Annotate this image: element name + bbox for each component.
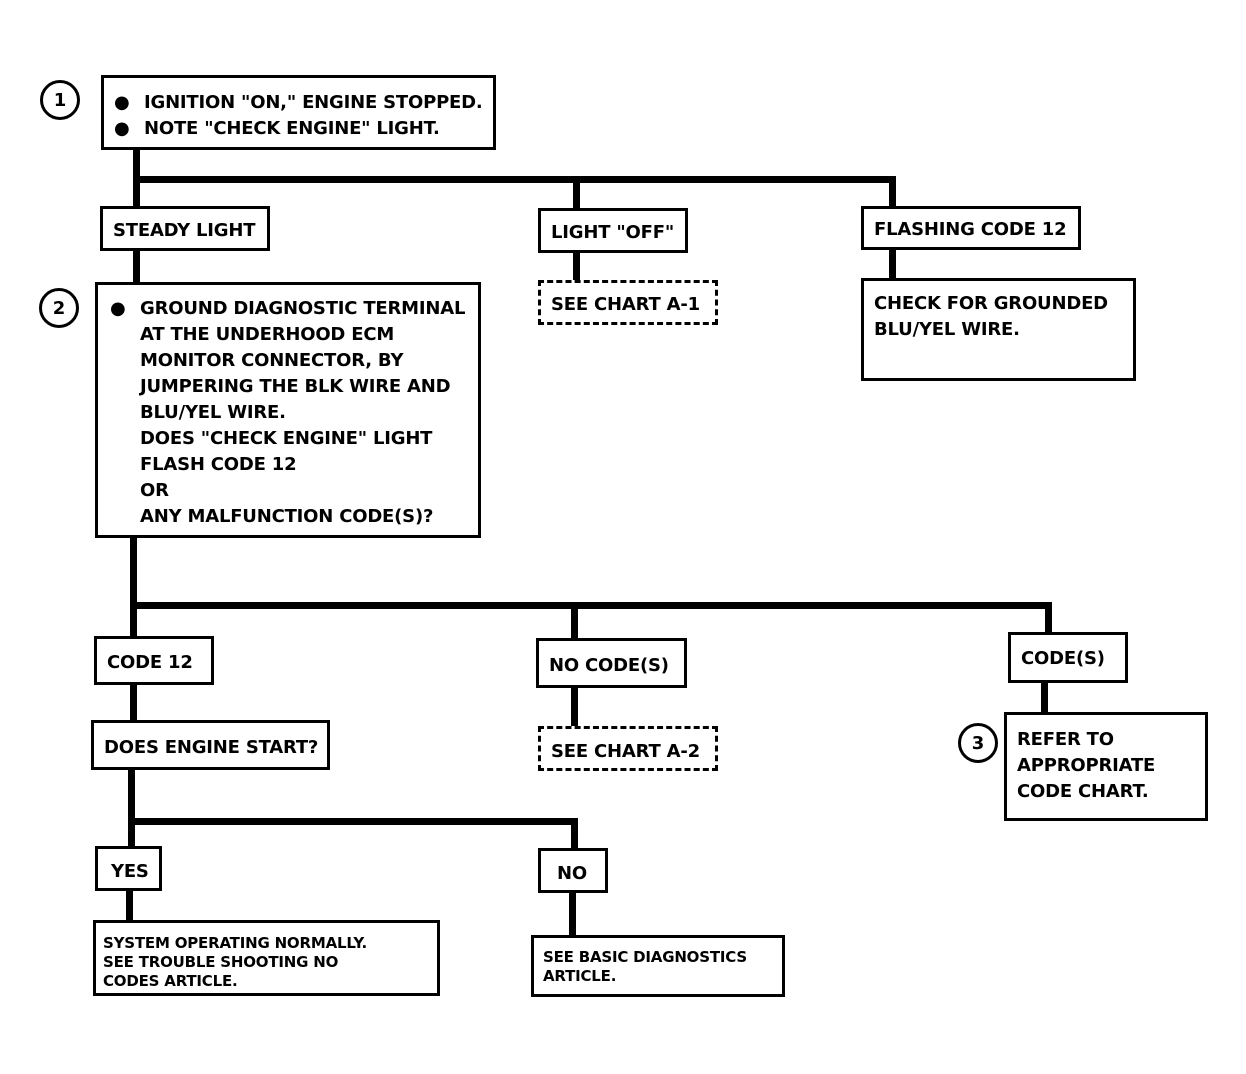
- refer-line: APPROPRIATE: [1017, 755, 1156, 776]
- text-line: ANY MALFUNCTION CODE(S)?: [140, 506, 434, 527]
- see-chart-a2-box: SEE CHART A-2: [538, 726, 718, 771]
- text-line: AT THE UNDERHOOD ECM: [140, 324, 395, 345]
- ignition-on-text: IGNITION "ON," ENGINE STOPPED.: [144, 92, 483, 113]
- system-normal-box: SYSTEM OPERATING NORMALLY. SEE TROUBLE S…: [93, 920, 440, 996]
- bullet-icon: ●: [110, 298, 126, 319]
- see-chart-a1-box: SEE CHART A-1: [538, 280, 718, 325]
- connector-line: [130, 602, 1052, 609]
- connector-line: [130, 536, 137, 636]
- engine-start-box: DOES ENGINE START?: [91, 720, 330, 770]
- bullet-icon: ●: [114, 92, 130, 113]
- system-normal-line: CODES ARTICLE.: [103, 972, 238, 990]
- check-grounded-line: BLU/YEL WIRE.: [874, 319, 1020, 340]
- check-grounded-box: CHECK FOR GROUNDED BLU/YEL WIRE.: [861, 278, 1136, 381]
- connector-line: [128, 818, 578, 825]
- steady-light-box: STEADY LIGHT: [100, 206, 270, 251]
- system-normal-line: SEE TROUBLE SHOOTING NO: [103, 953, 339, 971]
- connector-line: [569, 890, 576, 938]
- basic-diagnostics-line: SEE BASIC DIAGNOSTICS: [543, 948, 747, 966]
- connector-line: [571, 686, 578, 728]
- refer-line: CODE CHART.: [1017, 781, 1149, 802]
- light-off-box: LIGHT "OFF": [538, 208, 688, 253]
- ignition-on-box: ● IGNITION "ON," ENGINE STOPPED. ● NOTE …: [101, 75, 496, 150]
- connector-line: [133, 248, 140, 284]
- basic-diagnostics-box: SEE BASIC DIAGNOSTICS ARTICLE.: [531, 935, 785, 997]
- step-2-marker: 2: [39, 288, 79, 328]
- bullet-line: ● IGNITION "ON," ENGINE STOPPED.: [114, 90, 493, 116]
- connector-line: [1041, 680, 1048, 714]
- connector-line: [889, 248, 896, 280]
- basic-diagnostics-line: ARTICLE.: [543, 967, 617, 985]
- connector-line: [1045, 602, 1052, 634]
- text-line: DOES "CHECK ENGINE" LIGHT: [140, 428, 433, 449]
- bullet-line: ● NOTE "CHECK ENGINE" LIGHT.: [114, 116, 493, 142]
- note-check-engine-text: NOTE "CHECK ENGINE" LIGHT.: [144, 118, 440, 139]
- check-grounded-line: CHECK FOR GROUNDED: [874, 293, 1108, 314]
- yes-box: YES: [95, 846, 162, 891]
- step-3-marker: 3: [958, 723, 998, 763]
- step-1-marker: 1: [40, 80, 80, 120]
- text-line: GROUND DIAGNOSTIC TERMINAL: [140, 298, 466, 319]
- text-line: BLU/YEL WIRE.: [140, 402, 286, 423]
- no-codes-box: NO CODE(S): [536, 638, 687, 688]
- system-normal-line: SYSTEM OPERATING NORMALLY.: [103, 934, 368, 952]
- connector-line: [571, 818, 578, 850]
- connector-line: [133, 176, 896, 183]
- text-line: FLASH CODE 12: [140, 454, 297, 475]
- connector-line: [889, 176, 896, 208]
- codes-box: CODE(S): [1008, 632, 1128, 683]
- text-line: JUMPERING THE BLK WIRE AND: [140, 376, 451, 397]
- connector-line: [573, 176, 580, 210]
- refer-code-chart-box: REFER TO APPROPRIATE CODE CHART.: [1004, 712, 1208, 821]
- flashing-code-12-box: FLASHING CODE 12: [861, 206, 1081, 250]
- refer-line: REFER TO: [1017, 729, 1114, 750]
- connector-line: [571, 602, 578, 640]
- no-box: NO: [538, 848, 608, 893]
- code-12-box: CODE 12: [94, 636, 214, 685]
- connector-line: [128, 767, 135, 849]
- connector-line: [126, 888, 133, 922]
- connector-line: [573, 250, 580, 282]
- text-line: MONITOR CONNECTOR, BY: [140, 350, 404, 371]
- connector-line: [130, 682, 137, 722]
- text-line: OR: [140, 480, 169, 501]
- bullet-line: ● GROUND DIAGNOSTIC TERMINAL AT THE UNDE…: [110, 296, 478, 530]
- ground-diagnostic-box: ● GROUND DIAGNOSTIC TERMINAL AT THE UNDE…: [95, 282, 481, 538]
- ground-diagnostic-text: GROUND DIAGNOSTIC TERMINAL AT THE UNDERH…: [140, 296, 465, 530]
- bullet-icon: ●: [114, 118, 130, 139]
